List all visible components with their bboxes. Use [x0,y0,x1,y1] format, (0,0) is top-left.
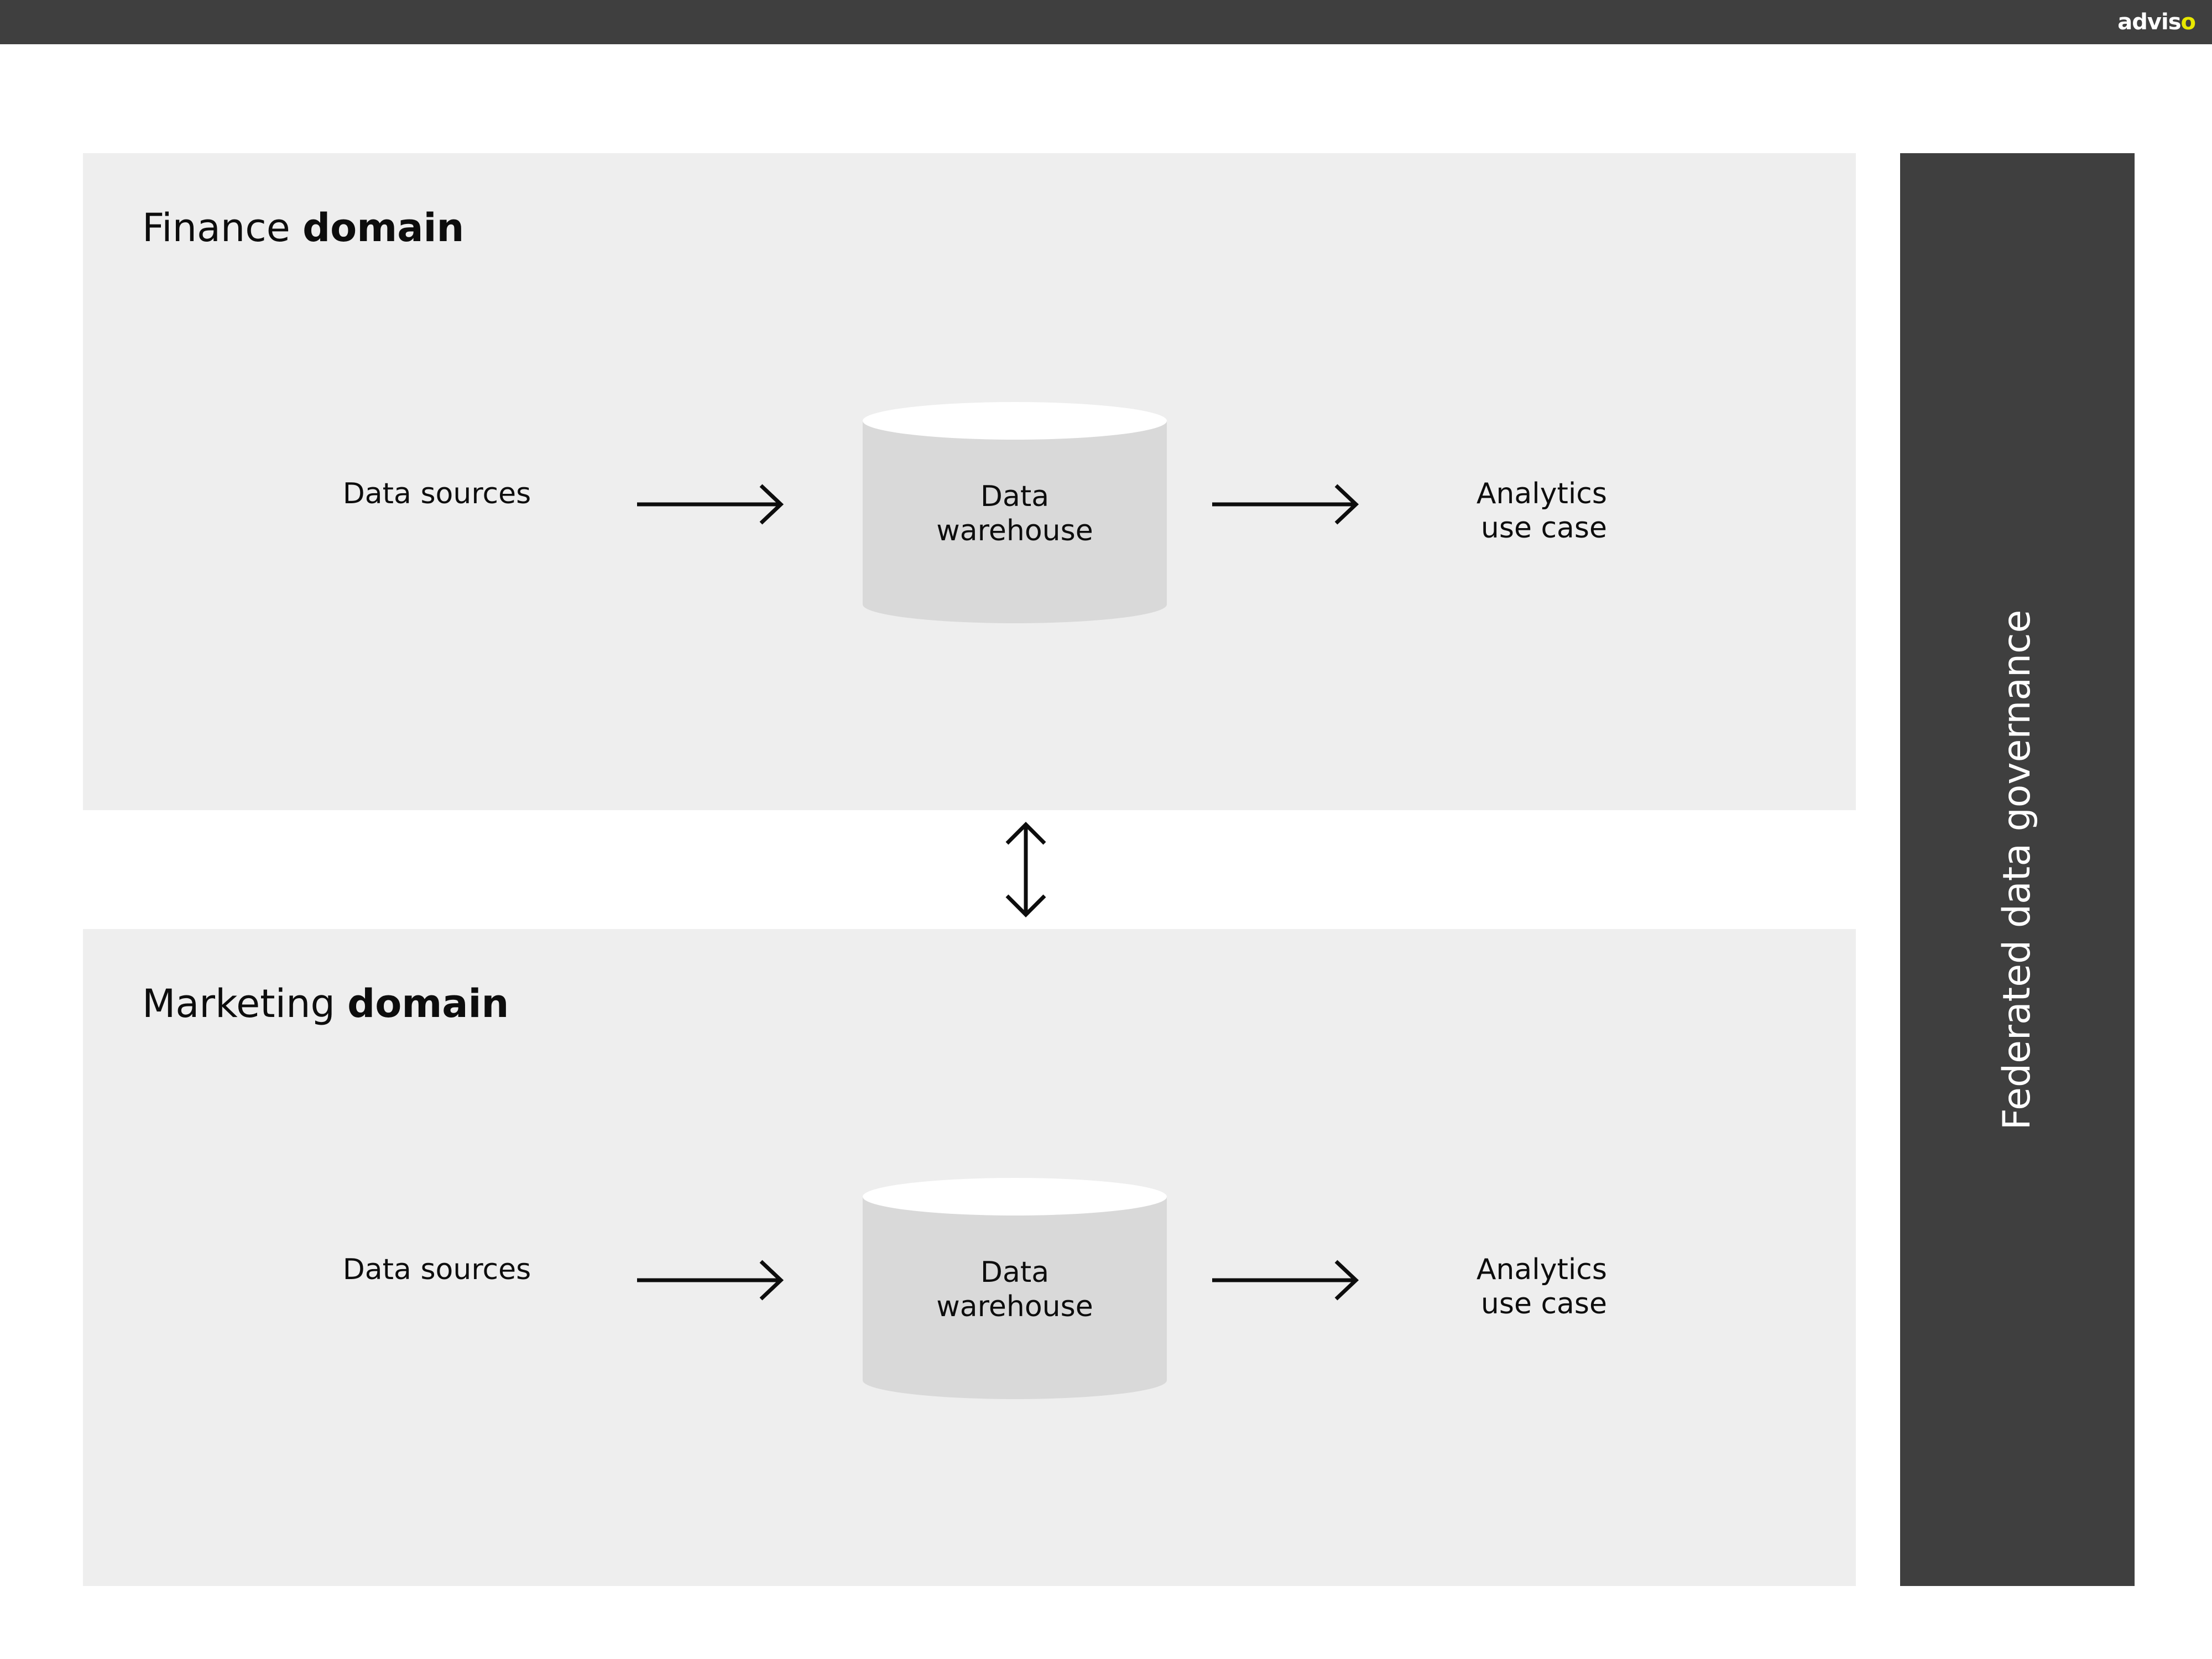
database-cylinder-icon [863,402,1167,623]
marketing-analytics-line2: use case [1480,1287,1607,1321]
finance-analytics-line2: use case [1480,512,1607,545]
marketing-domain-title: Marketing domain [142,979,509,1029]
arrow-right-icon [1212,484,1359,525]
marketing-warehouse-label: Data warehouse [863,1255,1167,1324]
marketing-title-regular: Marketing [142,981,335,1026]
logo-text: advis [2117,9,2181,35]
arrow-right-icon [1212,1260,1359,1301]
database-cylinder-icon [863,1178,1167,1399]
marketing-data-sources-label: Data sources [342,1253,531,1286]
adviso-logo: adviso [2117,8,2197,36]
finance-analytics-label: Analytics use case [1386,477,1607,545]
arrow-right-icon [637,484,784,525]
marketing-title-bold: domain [347,981,509,1026]
marketing-warehouse-line2: warehouse [936,1290,1093,1323]
finance-domain-panel: Finance domain Data sources Data warehou… [83,153,1856,810]
finance-title-regular: Finance [142,205,290,251]
marketing-analytics-line1: Analytics [1476,1253,1607,1286]
marketing-domain-panel: Marketing domain Data sources Data wareh… [83,929,1856,1586]
finance-analytics-line1: Analytics [1476,477,1607,510]
arrow-right-icon [637,1260,784,1301]
finance-warehouse-line1: Data [980,480,1050,513]
double-arrow-vertical-icon [1005,822,1046,917]
finance-domain-title: Finance domain [142,203,464,253]
federated-governance-panel: Federated data governance [1900,153,2135,1586]
logo-accent: o [2180,9,2197,35]
finance-title-bold: domain [302,205,465,251]
marketing-analytics-label: Analytics use case [1386,1253,1607,1321]
finance-data-sources-label: Data sources [342,477,531,510]
marketing-warehouse-line1: Data [980,1256,1050,1289]
finance-warehouse-line2: warehouse [936,514,1093,547]
finance-warehouse-label: Data warehouse [863,479,1167,548]
top-bar: adviso [0,0,2212,44]
governance-label: Federated data governance [1995,609,2039,1130]
